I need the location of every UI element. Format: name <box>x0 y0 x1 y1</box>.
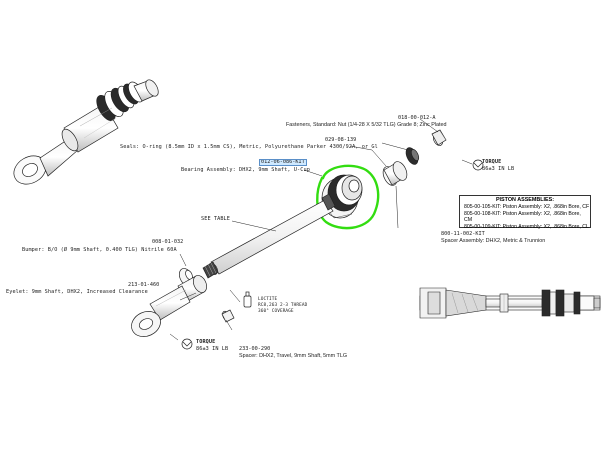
piston-table-row: 805-00-108-KIT: Piston Assembly: X2, .86… <box>464 210 581 224</box>
spacer-assembly-description: Spacer Assembly: DHX2, Metric & Trunnion <box>441 238 546 244</box>
travel-spacer-description: Spacer: DHX2, Travel, 9mm Shaft, 5mm TLG <box>239 353 348 359</box>
piston-assemblies-table: PISTON ASSEMBLIES: 805-00-105-KIT: Pisto… <box>459 195 591 230</box>
spacer-assembly-drawing <box>382 161 408 186</box>
travel-spacer-part-number: 233-00-290 <box>239 346 271 352</box>
eyelet-drawing <box>131 275 207 337</box>
piston-assembly-drawing <box>321 174 363 219</box>
seal-part-number: 029-08-139 <box>325 137 357 143</box>
torque-bottom-title: TORQUE <box>196 339 216 345</box>
see-table-label: SEE TABLE <box>201 216 231 222</box>
loctite-label: LOCTITE <box>258 297 278 302</box>
bearing-description: Bearing Assembly: DHX2, 9mm Shaft, U-Cup <box>181 167 310 173</box>
torque-top-value: 86±3 IN LB <box>482 166 515 172</box>
nut-drawing <box>431 129 447 146</box>
torque-icon <box>181 338 193 350</box>
seal-description: Seals: O-ring (8.5mm ID x 1.5mm CS), Met… <box>120 144 378 150</box>
torque-icon <box>472 159 484 171</box>
piston-table-row: 805-00-109-KIT: Piston Assembly: X2, .86… <box>464 223 589 230</box>
eyelet-description: Eyelet: 9mm Shaft, DHX2, Increased Clear… <box>6 289 148 295</box>
leader-lines <box>169 118 473 341</box>
eyelet-part-number: 213-01-460 <box>128 282 160 288</box>
nut-description: Fasteners, Standard: Nut (1/4-28 X 5/32 … <box>286 122 447 128</box>
torque-bottom-value: 86±3 IN LB <box>196 346 229 352</box>
torque-top-title: TORQUE <box>482 159 502 165</box>
bumper-description: Bumper: B/O (Ø 9mm Shaft, 0.400 TLG) Nit… <box>22 247 177 253</box>
bearing-part-number: 012-06-086-KIT <box>259 158 307 167</box>
shaft-drawing <box>202 193 336 279</box>
o-ring-seal-drawing <box>405 147 420 165</box>
loctite-spec: RC8,263 2-3 THREAD <box>258 303 308 308</box>
cross-section-view <box>419 287 601 319</box>
bumper-part-number: 008-01-032 <box>152 239 184 245</box>
spacer-assembly-part-number: 800-11-002-KIT <box>441 231 485 237</box>
loctite-coverage: 360° COVERAGE <box>258 309 294 314</box>
loctite-bottle-icon <box>243 291 252 308</box>
piston-table-title: PISTON ASSEMBLIES: <box>495 197 555 203</box>
piston-table-row: 805-00-105-KIT: Piston Assembly: X2, .86… <box>464 204 590 210</box>
travel-spacer-drawing <box>221 309 235 323</box>
nut-part-number: 018-00-012-A <box>398 115 436 121</box>
assembled-shock-drawing <box>13 79 159 185</box>
